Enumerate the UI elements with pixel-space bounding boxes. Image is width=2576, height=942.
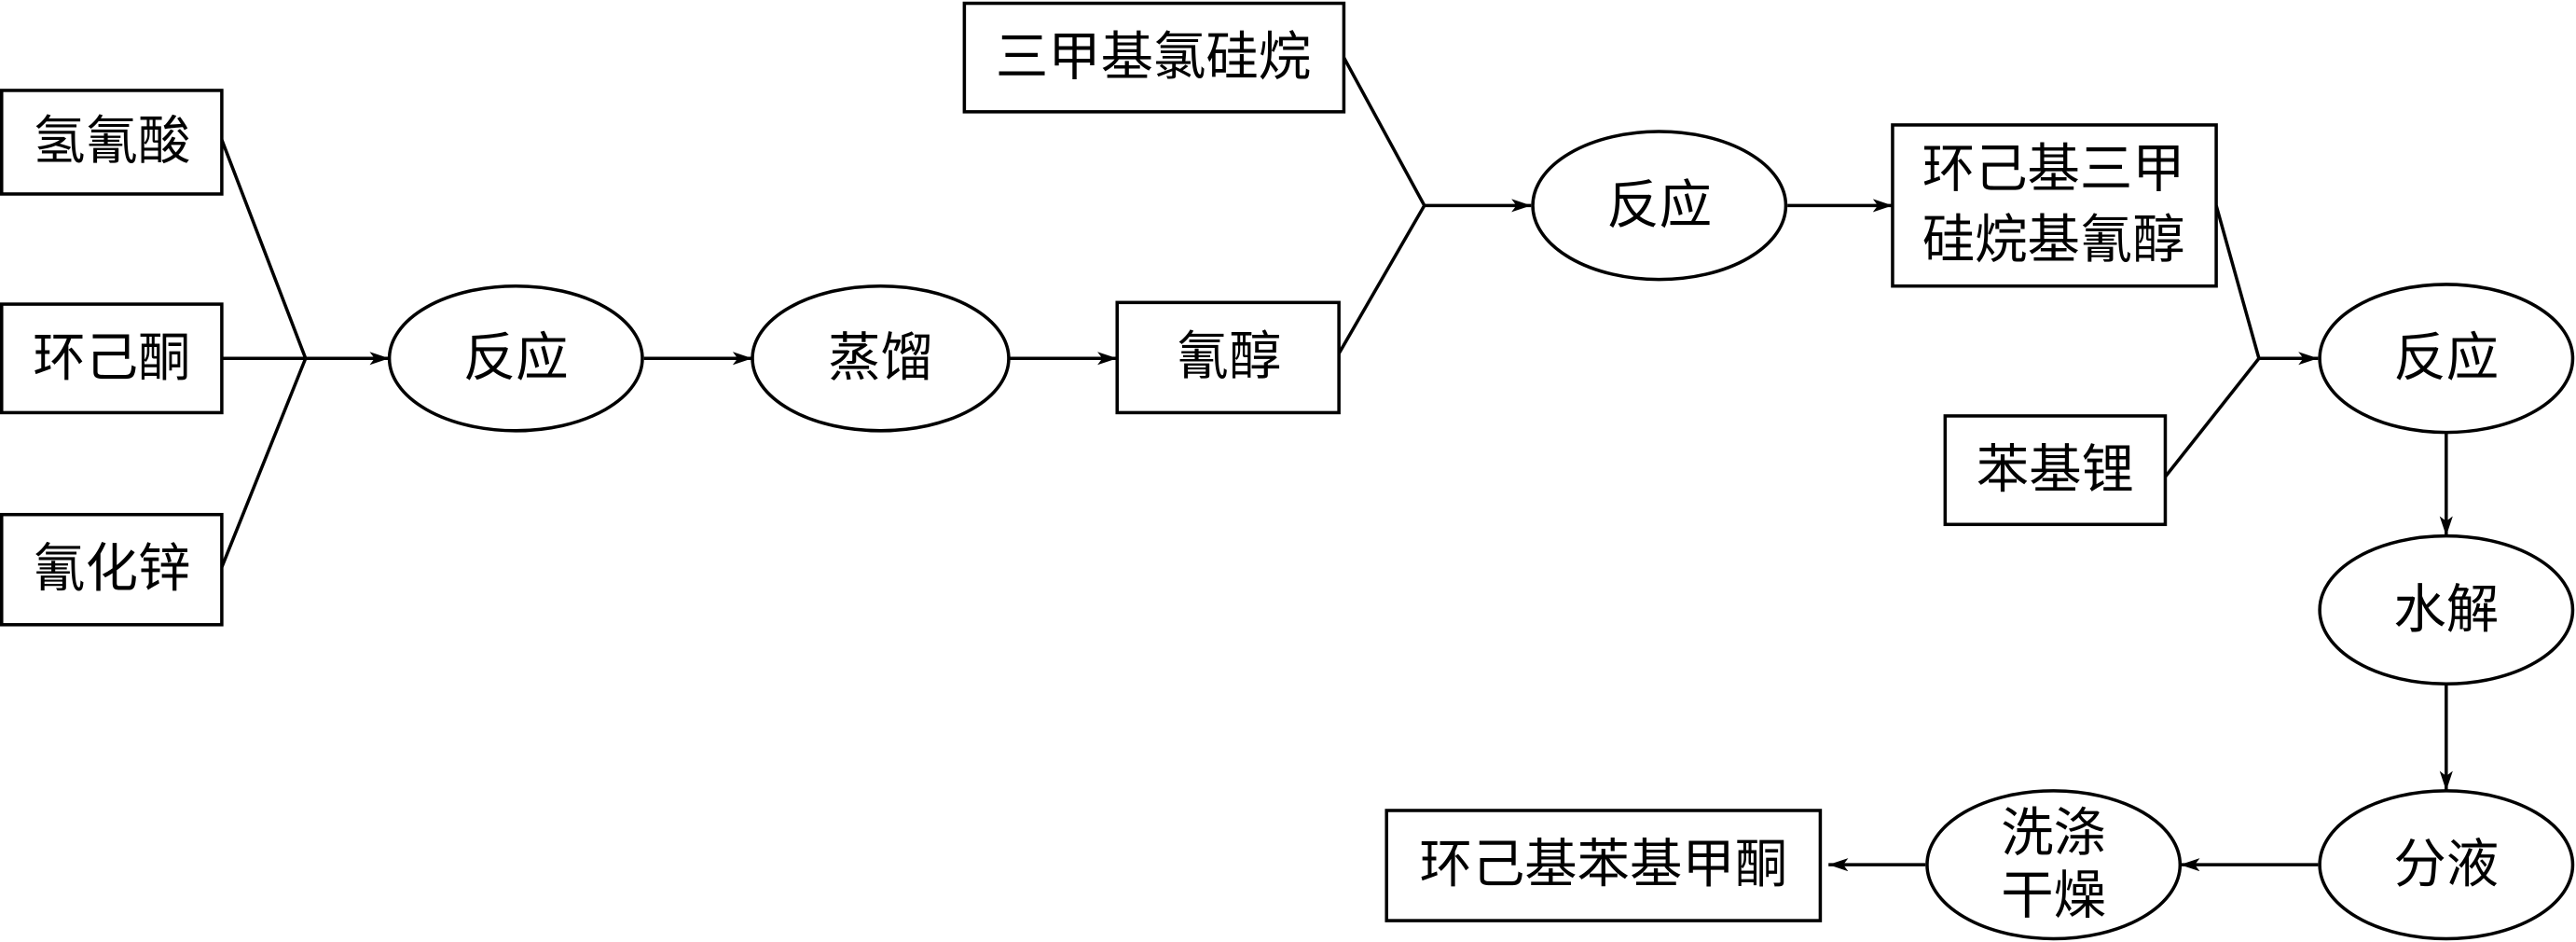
node-hcn: 氢氰酸 <box>0 89 224 196</box>
node-tmscl: 三甲基氯硅烷 <box>962 1 1346 114</box>
node-hydrolysis: 水解 <box>2318 533 2575 686</box>
node-wash-dry: 洗涤 干燥 <box>1925 789 2183 941</box>
node-final-product: 环己基苯基甲酮 <box>1384 809 1823 922</box>
node-label: 水解 <box>2393 579 2499 640</box>
node-label: 苯基锂 <box>1977 440 2134 501</box>
node-label: 三甲基氯硅烷 <box>996 27 1311 88</box>
node-label: 蒸馏 <box>828 328 933 389</box>
node-label: 分液 <box>2393 835 2499 895</box>
node-cyclohexanone: 环己酮 <box>0 302 224 415</box>
node-label: 反应 <box>463 328 569 389</box>
node-label: 反应 <box>1606 175 1712 236</box>
node-distillation: 蒸馏 <box>751 284 1011 433</box>
node-reaction-1: 反应 <box>387 284 644 433</box>
node-label-line1: 洗涤 <box>2001 803 2106 864</box>
node-label: 反应 <box>2393 328 2499 389</box>
node-label: 氰化锌 <box>33 538 190 599</box>
node-reaction-2: 反应 <box>1531 130 1788 282</box>
node-silyl-cyanohydrin: 环己基三甲 硅烷基氰醇 <box>1891 123 2218 288</box>
node-separation: 分液 <box>2318 789 2575 941</box>
node-label: 氢氰酸 <box>33 111 190 172</box>
node-zinc-cyanide: 氰化锌 <box>0 512 224 627</box>
connectors <box>220 56 2453 872</box>
node-reaction-3: 反应 <box>2318 283 2575 435</box>
node-label-line1: 环己基三甲 <box>1922 139 2185 200</box>
node-label-line2: 干燥 <box>2001 866 2106 926</box>
node-cyanohydrin: 氰醇 <box>1115 300 1341 415</box>
node-phenyllithium: 苯基锂 <box>1943 414 2168 527</box>
node-label: 环己基苯基甲酮 <box>1420 835 1788 895</box>
node-label-line2: 硅烷基氰醇 <box>1922 210 2185 270</box>
node-label: 氰醇 <box>1177 326 1282 387</box>
node-label: 环己酮 <box>33 328 190 389</box>
